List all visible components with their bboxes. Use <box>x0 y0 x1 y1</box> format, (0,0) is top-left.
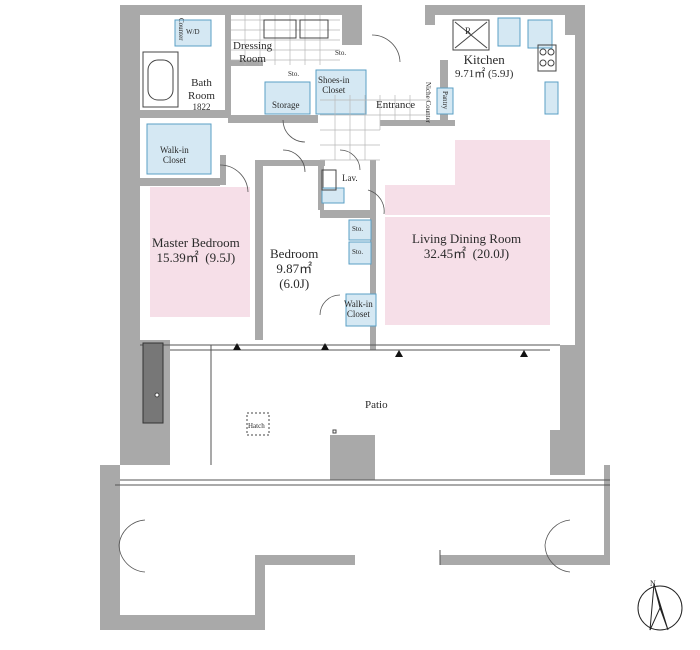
bath-size: 1822 <box>192 102 211 113</box>
walkin-bedroom-line2: Closet <box>346 309 370 320</box>
master-name: Master Bedroom <box>152 235 240 250</box>
kitchen-jo: (5.9J) <box>488 67 514 80</box>
window-markers <box>233 343 528 357</box>
compass-label: N <box>650 579 656 588</box>
dressing-room-label: Dressing Room <box>233 40 272 65</box>
fixtures <box>142 19 557 436</box>
entrance-label: Entrance <box>376 99 416 111</box>
walkin-master-line2: Closet <box>162 155 186 166</box>
living-name: Living Dining Room <box>412 231 522 246</box>
patio-label: Patio <box>365 399 388 411</box>
bedroom-area: 9.87㎡ <box>276 260 313 276</box>
tile-grid <box>231 15 430 161</box>
pantry-label: Pantry <box>441 91 449 110</box>
living-area-row: 32.45㎡ (20.0J) <box>412 245 521 262</box>
kitchen-area: 9.71㎡ <box>455 67 486 80</box>
niche-counter-label: Niche Counter <box>424 82 432 124</box>
bath-name: Bath <box>191 77 212 89</box>
living-dining-label: Living Dining Room 32.45㎡ (20.0J) <box>412 231 522 262</box>
kitchen-area-row: 9.71㎡ (5.9J) <box>455 68 513 81</box>
master-area-row: 15.39㎡ (9.5J) <box>152 249 240 266</box>
kitchen-name: Kitchen <box>463 52 505 67</box>
hatch-label: Hatch <box>248 422 265 430</box>
shoes-closet-label: Shoes-in Closet <box>318 75 350 96</box>
shoes-line2: Closet <box>322 85 346 96</box>
bath-room-label: Bath Room 1822 <box>188 77 215 113</box>
door-swings <box>118 34 571 573</box>
master-jo: (9.5J) <box>205 249 236 265</box>
walkin-closet-master-label: Walk-in Closet <box>160 145 189 166</box>
bedroom-label: Bedroom 9.87㎡ (6.0J) <box>270 246 319 292</box>
sto-living-2-label: Sto. <box>352 248 364 256</box>
shoes-line1: Shoes-in <box>318 75 350 85</box>
walkin-closet-bedroom-label: Walk-in Closet <box>344 299 373 320</box>
sto-dressing-label: Sto. <box>335 49 347 57</box>
master-bedroom-label: Master Bedroom 15.39㎡ (9.5J) <box>152 235 240 266</box>
walkin-master-line1: Walk-in <box>160 145 189 155</box>
sto-living-1-label: Sto. <box>352 225 364 233</box>
master-area: 15.39㎡ <box>156 249 199 265</box>
living-jo: (20.0J) <box>472 245 510 261</box>
storage-label: Storage <box>272 100 300 110</box>
sto-hall-label: Sto. <box>288 70 300 78</box>
bedroom-jo: (6.0J) <box>279 275 310 291</box>
fridge-label: R <box>465 26 472 36</box>
bath-line2: Room <box>188 89 215 102</box>
walkin-bedroom-line1: Walk-in <box>344 299 373 309</box>
dressing-line2: Room <box>239 52 266 65</box>
dressing-name: Dressing <box>233 40 273 52</box>
lav-label: Lav. <box>342 173 358 183</box>
counter-label: Counter <box>177 18 185 41</box>
bedroom-name: Bedroom <box>270 246 319 261</box>
living-area: 32.45㎡ <box>423 245 467 261</box>
compass-icon <box>637 583 683 631</box>
kitchen-label: Kitchen 9.71㎡ (5.9J) <box>455 52 513 81</box>
room-fills <box>150 140 552 325</box>
closets <box>146 17 559 327</box>
wd-label: W/D <box>186 28 200 36</box>
